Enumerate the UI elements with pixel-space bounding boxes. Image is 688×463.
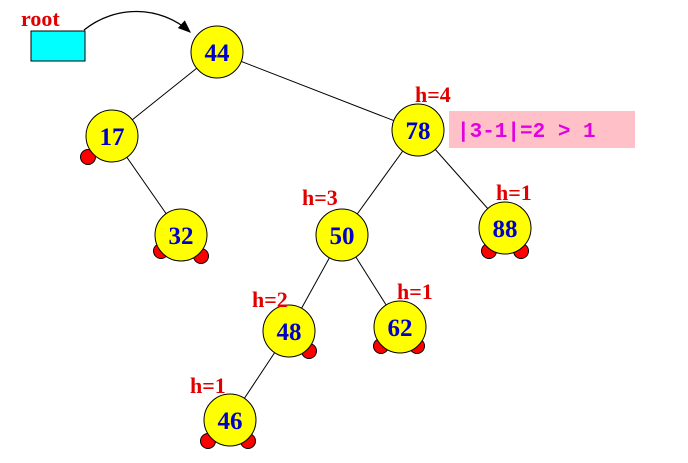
node-circle-78 (391, 103, 445, 157)
height-label-88: h=1 (496, 180, 532, 205)
height-label-62: h=1 (397, 279, 433, 304)
node-key-50: 50 (330, 223, 355, 250)
node-circle-88 (478, 201, 532, 255)
node-key-32: 32 (169, 223, 194, 250)
root-box (30, 30, 86, 62)
root-label: root (21, 6, 60, 31)
node-key-88: 88 (493, 216, 518, 243)
height-label-48: h=2 (252, 287, 288, 312)
height-labels: h=4 h=3 h=1 h=2 h=1 h=1 (190, 82, 532, 398)
balance-note-text: |3-1|=2 > 1 (457, 121, 596, 144)
height-label-46: h=1 (190, 373, 226, 398)
node-circle-44 (190, 25, 244, 79)
node-circle-48 (262, 304, 316, 358)
null-marker-17-left (80, 149, 96, 165)
node-key-62: 62 (388, 315, 413, 342)
node-circle-32 (154, 208, 208, 262)
node-key-78: 78 (406, 118, 431, 145)
edge-44-78 (216, 51, 419, 131)
height-label-78: h=4 (415, 82, 451, 107)
node-key-46: 46 (218, 408, 243, 435)
node-key-48: 48 (277, 319, 302, 346)
balance-note-box (449, 111, 635, 148)
height-label-50: h=3 (302, 185, 338, 210)
node-circle-50 (315, 208, 369, 262)
tree-nodes: 44 17 78 32 50 88 48 62 46 (85, 25, 532, 447)
node-key-17: 17 (100, 124, 125, 151)
root-pointer-arrow (83, 10, 191, 33)
node-circle-17 (85, 109, 139, 163)
node-circle-62 (373, 300, 427, 354)
node-circle-46 (203, 393, 257, 447)
node-key-44: 44 (205, 40, 231, 67)
